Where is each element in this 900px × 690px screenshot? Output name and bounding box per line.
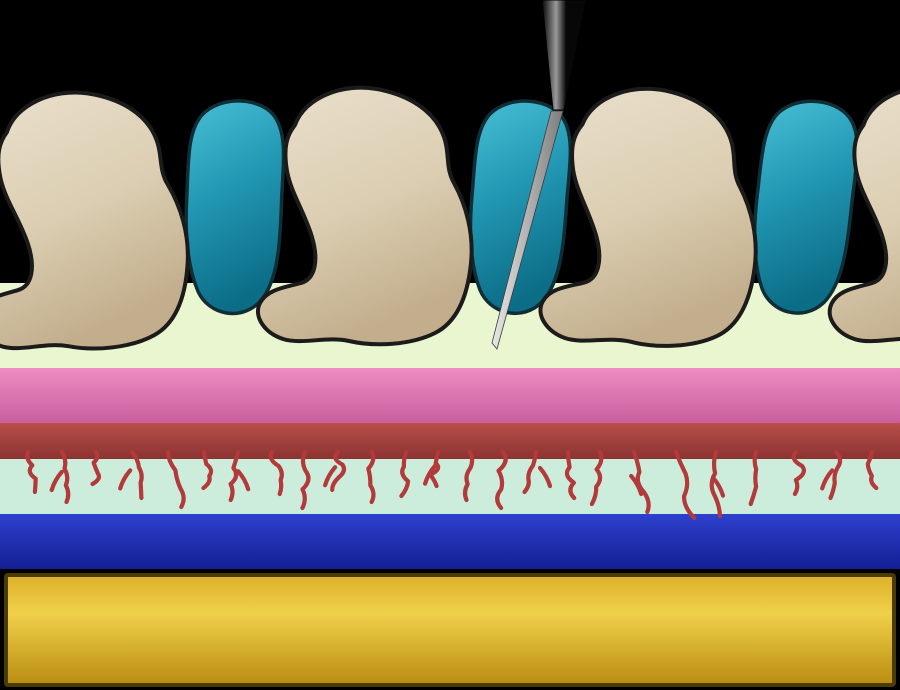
blood-vessels xyxy=(25,449,879,521)
blood-vessel xyxy=(495,449,508,511)
layer-cyan-vessels xyxy=(0,459,900,514)
blood-vessel-branch xyxy=(537,465,553,489)
blood-vessel xyxy=(330,449,347,493)
needle-shaft xyxy=(491,110,564,350)
blood-vessel-branch xyxy=(49,469,64,493)
blood-vessel xyxy=(201,449,214,491)
blood-vessel xyxy=(462,449,475,503)
blood-vessel xyxy=(828,449,843,501)
blood-vessel xyxy=(399,449,411,499)
blood-vessel xyxy=(791,449,806,497)
blood-vessel xyxy=(748,449,759,507)
blood-vessel xyxy=(165,449,186,510)
blood-vessel-branch xyxy=(629,473,644,497)
blood-vessel xyxy=(589,449,604,507)
blood-vessel-branch xyxy=(236,469,251,492)
blood-vessel xyxy=(90,449,102,487)
blood-vessel xyxy=(25,449,38,495)
blood-vessel xyxy=(228,449,241,503)
blood-vessel xyxy=(522,449,539,495)
blood-vessel-branch xyxy=(710,475,726,498)
blood-vessel xyxy=(366,449,376,505)
blood-vessel-branch xyxy=(323,465,338,488)
blood-vessel xyxy=(428,449,441,489)
blood-vessel-branch xyxy=(423,463,438,486)
blood-vessel xyxy=(865,449,879,491)
blood-vessel-branch xyxy=(820,468,835,491)
spinal-needle xyxy=(491,0,587,350)
blood-vessel xyxy=(709,449,722,519)
blood-vessel xyxy=(129,449,144,501)
layer-red xyxy=(0,423,900,459)
blood-vessel xyxy=(59,449,71,505)
blood-vessel xyxy=(268,449,284,497)
layer-gold xyxy=(4,573,896,687)
blood-vessel xyxy=(300,449,311,511)
layer-pink xyxy=(0,368,900,423)
blood-vessel xyxy=(564,449,577,501)
needle-handle xyxy=(541,0,587,111)
layer-blue xyxy=(0,514,900,569)
blood-vessel xyxy=(673,449,697,521)
blood-vessel-branch xyxy=(118,468,133,491)
